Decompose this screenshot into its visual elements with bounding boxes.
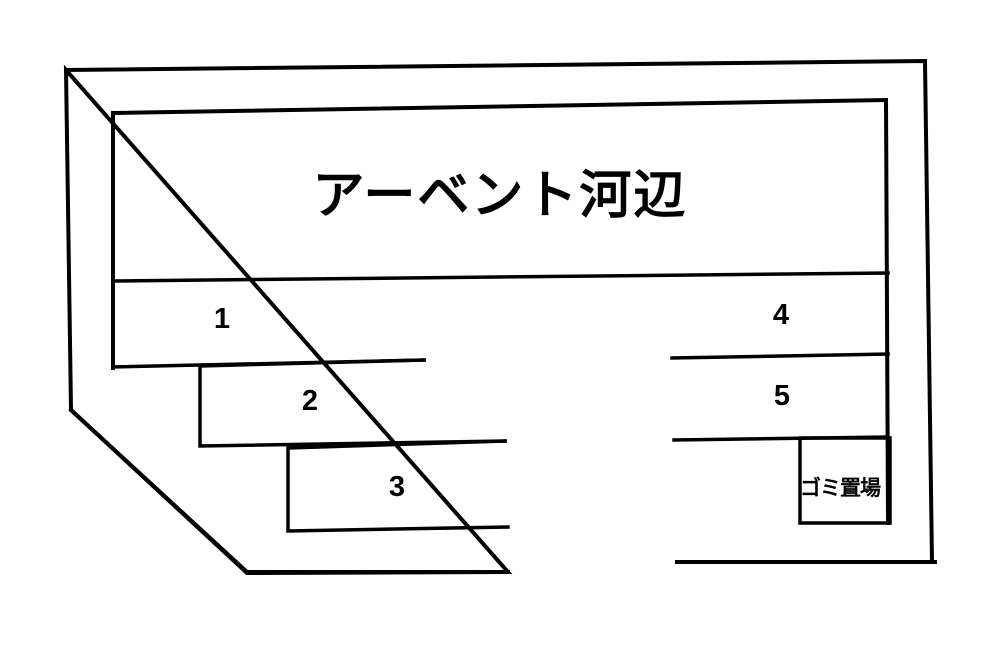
stall-1-label: 1	[214, 303, 230, 335]
stall-3-outline	[286, 439, 510, 533]
trash-area-box	[798, 436, 892, 525]
stall-4-label: 4	[773, 299, 789, 331]
stall-2-label: 2	[302, 385, 318, 417]
building-footprint	[111, 97, 891, 526]
stall-4-bottom-line	[670, 352, 890, 360]
stall-5-label: 5	[774, 380, 790, 412]
building-name-label: アーベント河辺	[313, 167, 688, 225]
stall-3-label: 3	[389, 471, 405, 503]
trash-area-label: ゴミ置場	[800, 476, 881, 500]
stall-2-outline	[198, 358, 507, 448]
site-boundary-southwest-diagonal	[68, 407, 511, 576]
title-band-divider	[111, 271, 890, 283]
